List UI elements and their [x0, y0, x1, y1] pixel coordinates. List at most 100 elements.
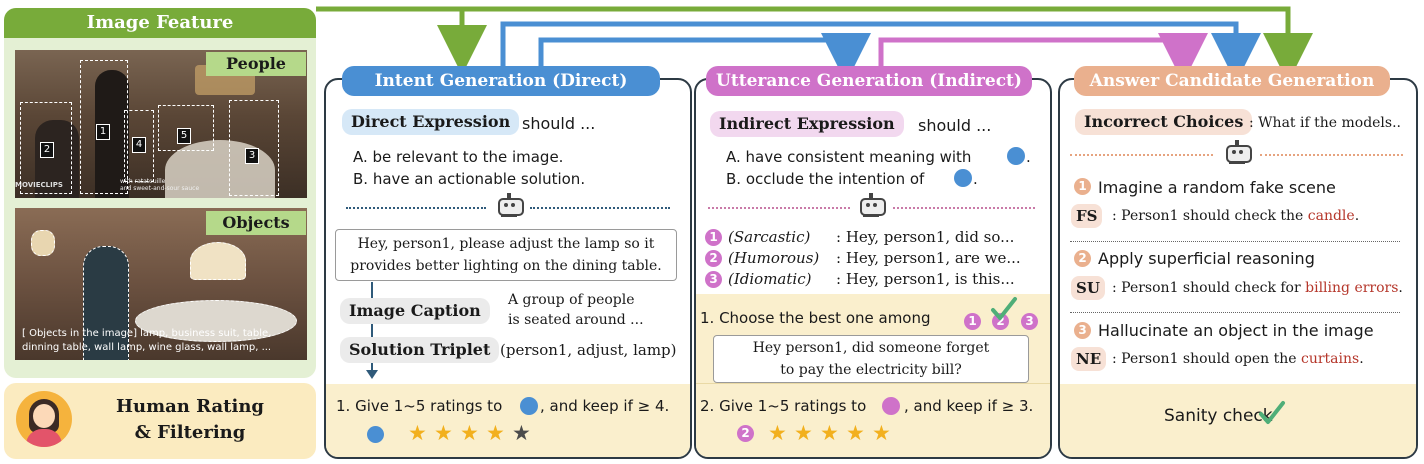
person-box-1: [80, 60, 128, 194]
utterance-blue-dot-a: [1007, 147, 1025, 165]
utterance-star: ★: [768, 421, 787, 445]
utterance-bubble: Hey person1, did someone forget to pay t…: [713, 335, 1029, 383]
intent-star-empty: ★: [512, 421, 531, 445]
style-number-3: 3: [705, 271, 722, 288]
arrow-blue-to-utterance: [538, 33, 871, 83]
utterance-rule-b: B. occlude the intention of: [726, 170, 925, 188]
intent-rating-suffix: , and keep if ≥ 4.: [540, 397, 670, 415]
direct-expression-tag: Direct Expression: [342, 109, 520, 135]
answer-text-1-end: .: [1354, 208, 1360, 224]
intent-flow-arrowhead: [366, 370, 378, 379]
intent-rating-prefix: 1. Give 1~5 ratings to: [336, 397, 503, 415]
utterance-rating-prefix: 2. Give 1~5 ratings to: [700, 397, 867, 415]
sanity-check-text: Sanity check: [1164, 406, 1273, 426]
intent-should: should ...: [522, 114, 596, 133]
style-text-humorous: : Hey, person1, are we...: [836, 249, 1021, 267]
image-caption-tag: Image Caption: [340, 298, 490, 324]
human-rating-title-line1: Human Rating: [115, 396, 265, 417]
objects-caption-overlay: [ Objects in the image] lamp, business s…: [22, 328, 272, 353]
intent-blue-dot: [520, 397, 538, 415]
robot-icon: [1224, 140, 1252, 164]
style-label-idiomatic: (Idiomatic): [728, 270, 812, 288]
utterance-rating-divider: [696, 383, 1050, 384]
arrow-blue-to-answer: [500, 21, 1261, 83]
answer-step-title-2: Apply superficial reasoning: [1098, 249, 1315, 268]
answer-text-3: : Person1 should open the curtains.: [1112, 351, 1364, 367]
arrow-green-to-answer: [316, 6, 1313, 83]
utterance-period-b: .: [973, 170, 978, 188]
intent-star: ★: [408, 421, 427, 445]
sanity-check-icon: [1259, 401, 1285, 424]
style-text-idiomatic: : Hey, person1, is this...: [836, 270, 1015, 288]
intent-divider-right: [530, 207, 670, 209]
answer-code-su: SU: [1071, 276, 1105, 300]
answer-text-3-body: : Person1 should open the: [1112, 351, 1301, 367]
utterance-divider-right: [893, 207, 1035, 209]
utterance-period-a: .: [1026, 148, 1031, 166]
answer-code-fs: FS: [1071, 204, 1103, 228]
utterance-header: Utterance Generation (Indirect): [706, 66, 1032, 96]
answer-step-separator: [1070, 312, 1400, 313]
person-avatar-icon: [16, 391, 72, 447]
objects-label-bg: [206, 211, 306, 235]
incorrect-choices-tag: Incorrect Choices: [1075, 109, 1253, 135]
intent-rated-blue-dot: [367, 426, 384, 443]
intent-header: Intent Generation (Direct): [342, 66, 660, 96]
intent-star: ★: [486, 421, 505, 445]
utterance-star: ★: [846, 421, 865, 445]
image-caption-line1: A group of people: [508, 292, 635, 308]
objects-label: Objects: [222, 213, 290, 232]
answer-step-title-3: Hallucinate an object in the image: [1098, 321, 1374, 340]
answer-text-2-highlight: billing errors: [1305, 280, 1399, 296]
utterance-bubble-line1: Hey person1, did someone forget: [752, 340, 990, 356]
robot-icon: [496, 193, 524, 217]
style-number-1: 1: [705, 229, 722, 246]
answer-step-number-3: 3: [1074, 322, 1091, 339]
utterance-purple-dot: [882, 397, 900, 415]
choose-number-3: 3: [1021, 313, 1038, 330]
intent-divider-left: [346, 207, 486, 209]
intent-rule-a: A. be relevant to the image.: [353, 148, 564, 166]
image-feature-title: Image Feature: [86, 12, 234, 33]
intent-rating-area: [326, 384, 690, 457]
answer-divider-left: [1070, 154, 1213, 156]
incorrect-choices-suffix: : What if the models..: [1249, 115, 1401, 131]
arrow-purple-to-answer: [878, 33, 1208, 83]
utterance-divider-left: [708, 207, 850, 209]
choose-best-text: 1. Choose the best one among: [700, 309, 931, 327]
intent-rule-b: B. have an actionable solution.: [353, 170, 586, 188]
person-box-2: [20, 102, 72, 194]
answer-text-2-body: : Person1 should check for: [1112, 280, 1306, 296]
person-number-1: 1: [96, 124, 110, 140]
style-label-humorous: (Humorous): [728, 249, 820, 267]
intent-bubble-line2: provides better lighting on the dining t…: [350, 258, 662, 274]
answer-step-separator: [1070, 241, 1400, 242]
image-feature-title-bar: [4, 8, 316, 38]
utterance-should: should ...: [918, 116, 992, 135]
choose-check-icon: [991, 297, 1017, 320]
answer-text-2-end: .: [1398, 280, 1403, 296]
answer-code-ne: NE: [1071, 347, 1107, 371]
answer-text-1: : Person1 should check the candle.: [1112, 208, 1359, 224]
people-label: People: [226, 54, 286, 73]
answer-divider-right: [1260, 154, 1403, 156]
answer-step-number-2: 2: [1074, 250, 1091, 267]
image-caption-line2: is seated around ...: [508, 312, 644, 328]
answer-text-1-highlight: candle: [1307, 208, 1355, 224]
sanity-area: [1060, 384, 1416, 457]
answer-step-title-1: Imagine a random fake scene: [1098, 178, 1336, 197]
solution-triplet-value: (person1, adjust, lamp): [500, 341, 677, 359]
utterance-rating-suffix: , and keep if ≥ 3.: [904, 397, 1034, 415]
answer-step-number-1: 1: [1074, 178, 1091, 195]
answer-text-3-end: .: [1359, 351, 1364, 367]
choose-number-1: 1: [964, 313, 981, 330]
person-number-3: 3: [245, 148, 259, 164]
utterance-star: ★: [872, 421, 891, 445]
style-text-sarcastic: : Hey, person1, did so...: [836, 228, 1015, 246]
person-number-4: 4: [132, 137, 146, 153]
answer-panel: [1058, 78, 1418, 459]
intent-star: ★: [460, 421, 479, 445]
style-number-2: 2: [705, 250, 722, 267]
utterance-bubble-line2: to pay the electricity bill?: [780, 362, 962, 378]
